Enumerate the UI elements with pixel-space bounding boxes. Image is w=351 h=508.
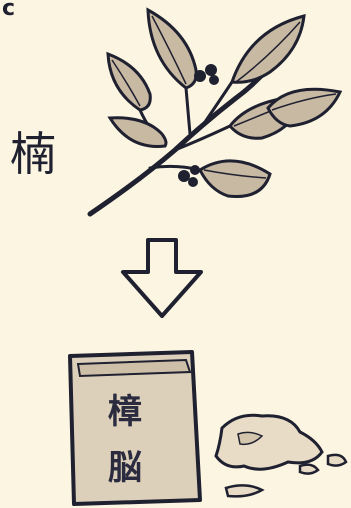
- package-label-line1: 樟: [108, 392, 142, 432]
- camphor-package-icon: [68, 350, 202, 506]
- berry-cluster-icon: [178, 64, 219, 187]
- camphor-branch-icon: [87, 7, 343, 217]
- package-label-line2: 脳: [108, 448, 142, 488]
- panel-letter: c: [2, 0, 16, 21]
- tree-name-label: 楠: [10, 127, 56, 181]
- camphor-crystals-icon: [214, 413, 348, 498]
- down-arrow-icon: [121, 238, 203, 318]
